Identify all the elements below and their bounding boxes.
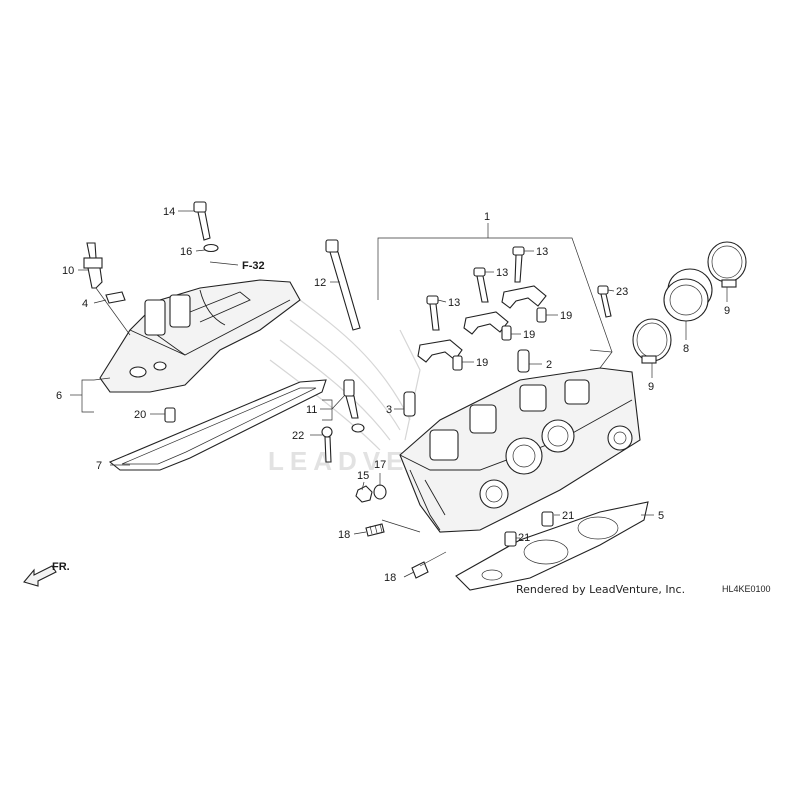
callout-15: 15 xyxy=(357,470,369,482)
watermark-wing-logo xyxy=(269,299,421,451)
front-direction-arrow-icon xyxy=(23,565,57,587)
cover-bolt-top xyxy=(193,201,211,241)
callout-23: 23 xyxy=(616,286,628,298)
callout-3: 3 xyxy=(386,404,392,416)
callout-16: 16 xyxy=(180,246,192,258)
callout-7: 7 xyxy=(96,460,102,472)
spark-plug xyxy=(83,242,103,289)
callout-19-a: 19 xyxy=(476,357,488,369)
cam-holder-bolt-a xyxy=(426,295,440,331)
diagram-code: HL4KE0100 xyxy=(722,584,771,594)
band-clamp-upper xyxy=(707,241,747,288)
callout-13-a: 13 xyxy=(448,297,460,309)
head-cover-gasket xyxy=(108,379,327,471)
dowel-pin-2 xyxy=(517,349,530,373)
cylinder-head-group-bracket xyxy=(377,223,613,353)
o-ring xyxy=(203,243,219,253)
bolt-15 xyxy=(355,485,373,503)
render-credit: Rendered by LeadVenture, Inc. xyxy=(516,583,685,596)
dowel-pin-19-c xyxy=(536,307,547,323)
cylinder-head-cover xyxy=(99,279,301,393)
stud-bolt-upper xyxy=(365,523,385,537)
front-marker-label: FR. xyxy=(52,561,70,573)
callout-1: 1 xyxy=(484,211,490,223)
callout-9-upper: 9 xyxy=(724,305,730,317)
cylinder-gasket xyxy=(455,501,649,591)
bolt-22 xyxy=(321,426,333,463)
stud-bolt-lower xyxy=(411,561,429,579)
callout-13-c: 13 xyxy=(536,246,548,258)
cam-holder-bolt-b xyxy=(473,267,489,303)
callout-8: 8 xyxy=(683,343,689,355)
dowel-pin-20 xyxy=(164,407,176,423)
bolt-23 xyxy=(597,285,612,318)
callout-12: 12 xyxy=(314,277,326,289)
cam-holder-left xyxy=(417,339,463,363)
callout-18-a: 18 xyxy=(338,529,350,541)
intake-insulator xyxy=(663,268,713,322)
callout-21-b: 21 xyxy=(518,532,530,544)
callout-5: 5 xyxy=(658,510,664,522)
callout-17: 17 xyxy=(374,459,386,471)
callout-14: 14 xyxy=(163,206,175,218)
callout-22: 22 xyxy=(292,430,304,442)
dowel-pin-21-a xyxy=(541,511,554,527)
band-clamp-lower xyxy=(632,318,672,364)
callout-20: 20 xyxy=(134,409,146,421)
dowel-pin-3 xyxy=(403,391,416,417)
cam-holder-right xyxy=(501,285,547,309)
dowel-pin-19-a xyxy=(452,355,463,371)
callout-13-b: 13 xyxy=(496,267,508,279)
callout-19-c: 19 xyxy=(560,310,572,322)
cam-holder-bolt-c xyxy=(512,246,525,283)
o-ring-17 xyxy=(373,484,387,500)
callout-9-lower: 9 xyxy=(648,381,654,393)
temp-sensor xyxy=(343,379,365,433)
callout-4: 4 xyxy=(82,298,88,310)
seal-ring xyxy=(105,291,126,304)
long-flange-bolt xyxy=(325,239,361,331)
callout-2: 2 xyxy=(546,359,552,371)
leader-lines xyxy=(70,210,728,578)
reference-tag: F-32 xyxy=(242,260,265,272)
dowel-pin-19-b xyxy=(501,325,512,341)
cam-holder-middle xyxy=(463,311,509,335)
dowel-pin-21-b xyxy=(504,531,517,547)
cylinder-head xyxy=(399,367,641,533)
callout-18-b: 18 xyxy=(384,572,396,584)
callout-6: 6 xyxy=(56,390,62,402)
callout-11: 11 xyxy=(306,404,317,416)
callout-21-a: 21 xyxy=(562,510,574,522)
callout-19-b: 19 xyxy=(523,329,535,341)
callout-10: 10 xyxy=(62,265,74,277)
